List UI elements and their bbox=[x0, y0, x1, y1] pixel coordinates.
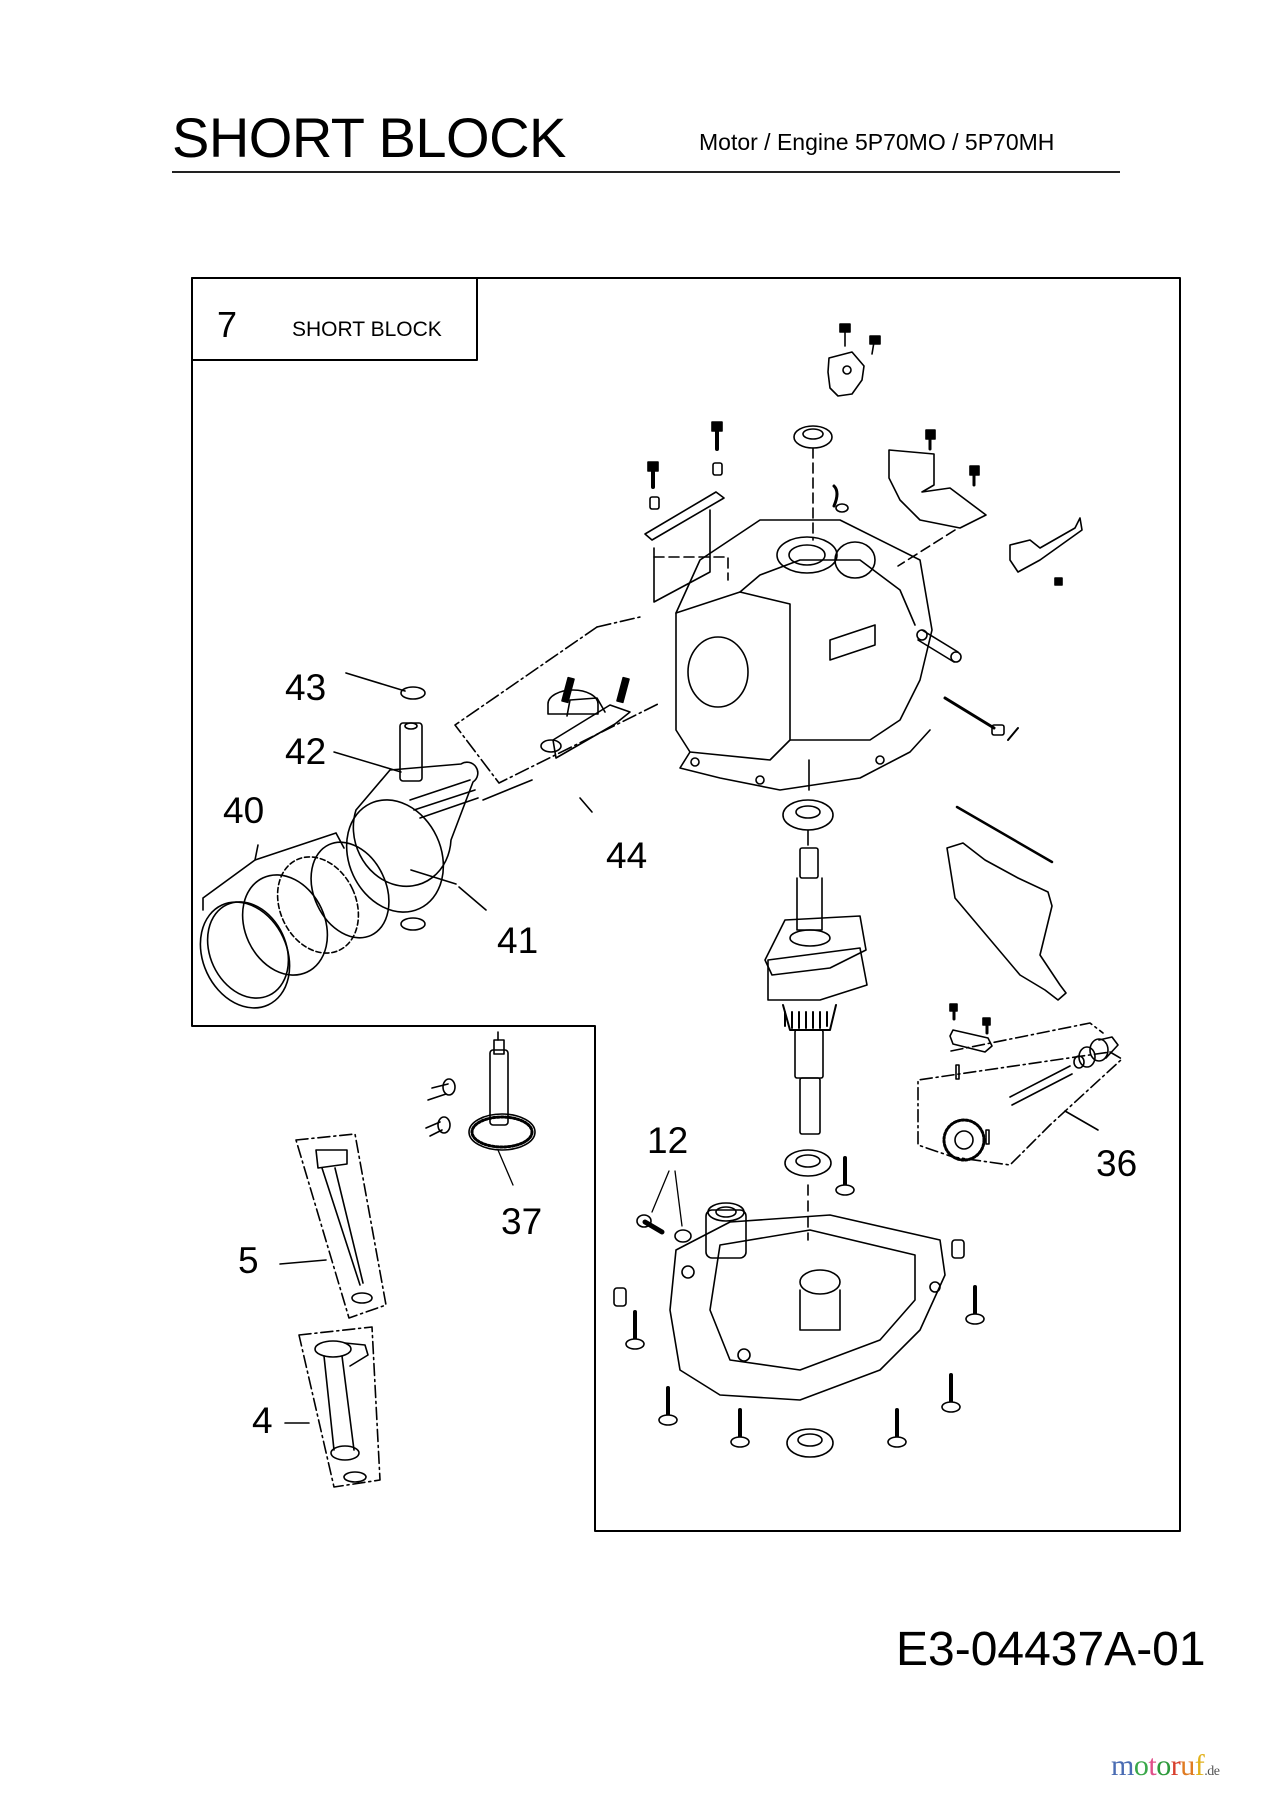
callout-36: 36 bbox=[1096, 1143, 1137, 1184]
logo-letter: r bbox=[1170, 1749, 1181, 1782]
crankcase-cover-drawing bbox=[613, 1149, 985, 1458]
callout-43: 43 bbox=[285, 667, 326, 708]
motoruf-logo[interactable]: motoruf.de bbox=[1111, 1748, 1220, 1790]
governor-assembly-drawing bbox=[917, 1003, 1123, 1166]
section-title: SHORT BLOCK bbox=[292, 318, 442, 341]
callout-44: 44 bbox=[606, 835, 647, 876]
page-title: SHORT BLOCK bbox=[172, 106, 566, 169]
logo-letter: u bbox=[1180, 1749, 1195, 1782]
logo-letter: f bbox=[1194, 1749, 1205, 1782]
section-number: 7 bbox=[217, 304, 237, 345]
logo-letter: m bbox=[1111, 1749, 1134, 1782]
header-divider bbox=[172, 171, 1120, 173]
logo-domain-suffix: .de bbox=[1204, 1764, 1220, 1779]
logo-letter: o bbox=[1133, 1749, 1149, 1782]
drawing-reference-number: E3-04437A-01 bbox=[896, 1623, 1206, 1676]
dipstick-drawing bbox=[279, 1133, 387, 1319]
callout-40: 40 bbox=[223, 790, 264, 831]
cylinder-block-drawing bbox=[644, 323, 1083, 791]
callout-12: 12 bbox=[647, 1120, 688, 1161]
diagram-frame bbox=[191, 277, 1181, 1532]
logo-letter: t bbox=[1148, 1749, 1157, 1782]
callout-41: 41 bbox=[497, 920, 538, 961]
callout-37: 37 bbox=[501, 1201, 542, 1242]
connecting-rod-drawing bbox=[454, 616, 661, 813]
piston-ring-set-drawing bbox=[199, 832, 390, 1009]
callout-5: 5 bbox=[238, 1240, 259, 1281]
logo-letter: o bbox=[1156, 1749, 1171, 1782]
crankshaft-drawing bbox=[764, 759, 868, 1135]
callout-4: 4 bbox=[252, 1400, 273, 1441]
camshaft-drawing bbox=[425, 1031, 536, 1186]
engine-model-subtitle: Motor / Engine 5P70MO / 5P70MH bbox=[699, 129, 1055, 155]
piston-drawing bbox=[333, 672, 487, 931]
callout-42: 42 bbox=[285, 731, 326, 772]
oil-fill-tube-drawing bbox=[284, 1326, 381, 1488]
breather-cover-drawing bbox=[946, 805, 1067, 1001]
section-label-box bbox=[191, 277, 478, 361]
cover-bracket bbox=[827, 323, 881, 397]
